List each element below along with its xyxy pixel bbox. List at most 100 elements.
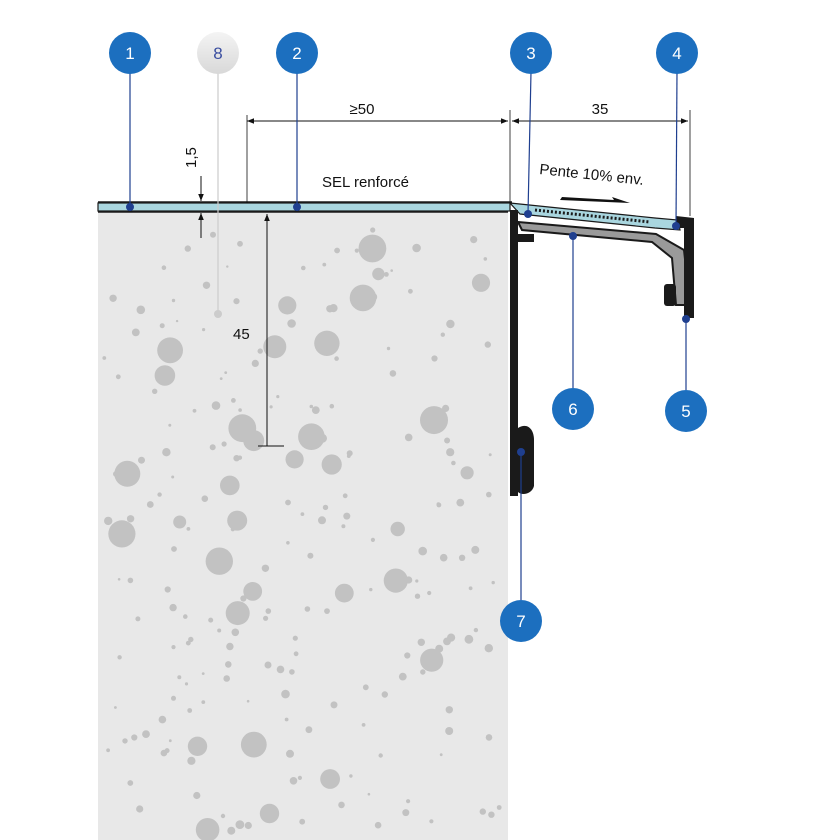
aggregate-stone — [370, 227, 376, 233]
concrete-slab — [98, 212, 508, 840]
aggregate-stone — [334, 356, 339, 361]
aggregate-stone — [405, 576, 413, 584]
callout-label-5: 5 — [681, 402, 690, 421]
aggregate-stone — [225, 601, 250, 626]
aggregate-stone — [223, 675, 230, 682]
aggregate-stone — [114, 706, 117, 709]
aggregate-stone — [458, 554, 466, 561]
aggregate-stone — [488, 453, 492, 457]
aggregate-stone — [264, 661, 272, 669]
aggregate-stone — [305, 726, 313, 734]
aggregate-stone — [157, 337, 184, 364]
aggregate-stone — [113, 471, 119, 477]
aggregate-stone — [157, 492, 162, 497]
aggregate-stone — [238, 408, 242, 412]
aggregate-stone — [114, 460, 141, 487]
aggregate-stone — [152, 388, 158, 394]
edge-profile-clip — [664, 284, 676, 306]
aggregate-stone — [289, 669, 295, 675]
aggregate-stone — [289, 777, 298, 785]
callout-label-3: 3 — [526, 44, 535, 63]
aggregate-stone — [284, 717, 289, 722]
aggregate-stone — [220, 475, 240, 496]
profile-tab — [518, 234, 534, 242]
aggregate-stone — [390, 269, 394, 272]
aggregate-stone — [221, 441, 227, 447]
leader-4-dot — [672, 222, 680, 230]
aggregate-stone — [209, 444, 216, 451]
aggregate-stone — [479, 808, 486, 815]
aggregate-stone — [439, 553, 448, 562]
callout-badge-5: 5 — [665, 390, 707, 432]
aggregate-stone — [456, 498, 465, 507]
aggregate-stone — [175, 319, 179, 323]
aggregate-stone — [445, 706, 453, 714]
aggregate-stone — [171, 298, 176, 303]
aggregate-stone — [265, 608, 272, 614]
callout-badge-2: 2 — [276, 32, 318, 74]
aggregate-stone — [210, 231, 216, 238]
aggregate-stone — [243, 582, 263, 601]
dim-height-label: 45 — [233, 326, 250, 343]
aggregate-stone — [412, 243, 421, 253]
aggregate-stone — [431, 355, 438, 362]
aggregate-stone — [187, 736, 208, 756]
fixing-bracket — [518, 425, 534, 494]
aggregate-stone — [346, 454, 351, 458]
aggregate-stone — [362, 684, 369, 691]
slope-label: Pente 10% env. — [539, 161, 645, 189]
aggregate-stone — [436, 502, 442, 508]
aggregate-stone — [486, 491, 492, 498]
aggregate-stone — [168, 739, 172, 743]
aggregate-stone — [471, 545, 480, 554]
aggregate-stone — [286, 541, 290, 545]
aggregate-stone — [224, 371, 228, 374]
aggregate-stone — [102, 356, 107, 360]
aggregate-stone — [402, 809, 410, 817]
aggregate-stone — [211, 401, 221, 410]
aggregate-stone — [351, 299, 356, 304]
aggregate-stone — [341, 524, 346, 529]
leader-3 — [527, 71, 532, 215]
aggregate-stone — [233, 298, 240, 305]
aggregate-stone — [326, 305, 334, 313]
aggregate-stone — [451, 460, 456, 466]
aggregate-stone — [187, 708, 193, 713]
aggregate-stone — [321, 454, 342, 475]
aggregate-stone — [126, 515, 135, 523]
aggregate-stone — [177, 675, 182, 680]
aggregate-stone — [225, 661, 232, 668]
aggregate-stone — [276, 665, 285, 674]
callout-badge-3: 3 — [510, 32, 552, 74]
aggregate-stone — [208, 617, 214, 623]
callout-label-1: 1 — [125, 44, 134, 63]
aggregate-stone — [292, 635, 298, 641]
aggregate-stone — [307, 552, 314, 559]
aggregate-stone — [138, 456, 145, 464]
aggregate-stone — [468, 586, 473, 591]
membrane-label: SEL renforcé — [322, 174, 409, 191]
aggregate-stone — [354, 248, 359, 253]
aggregate-stone — [160, 749, 168, 757]
aggregate-stone — [285, 450, 304, 469]
callout-label-6: 6 — [568, 400, 577, 419]
aggregate-stone — [491, 580, 495, 585]
callout-badge-6: 6 — [552, 388, 594, 430]
aggregate-stone — [329, 403, 335, 409]
aggregate-stone — [318, 433, 327, 443]
aggregate-stone — [169, 603, 177, 612]
aggregate-stone — [108, 520, 136, 548]
aggregate-stone — [287, 319, 296, 328]
aggregate-stone — [374, 821, 382, 829]
leader-3-dot — [524, 210, 532, 218]
aggregate-stone — [320, 769, 340, 789]
aggregate-stone — [299, 818, 306, 825]
dim-overlap-label: ≥50 — [350, 101, 375, 118]
aggregate-stone — [309, 404, 314, 409]
leader-4 — [675, 71, 678, 227]
aggregate-stone — [237, 455, 243, 460]
aggregate-stone — [269, 405, 273, 409]
aggregate-stone — [226, 265, 229, 268]
aggregate-stone — [429, 819, 434, 824]
